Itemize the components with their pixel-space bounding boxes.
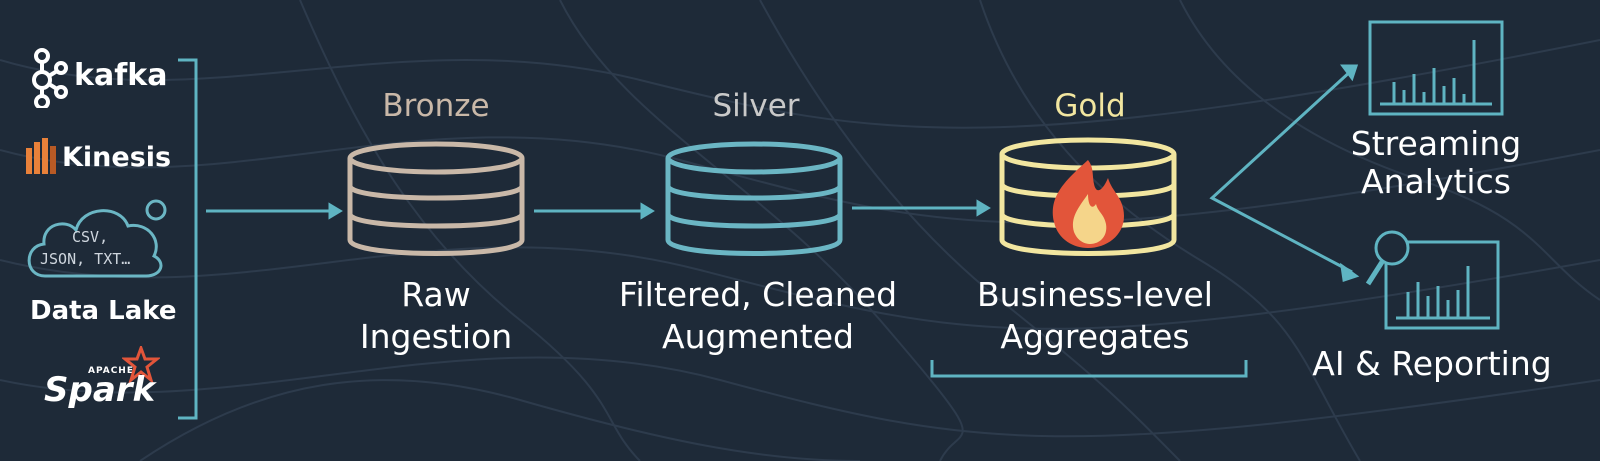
source-bracket (178, 58, 198, 420)
tier-silver-desc-line1: Filtered, Cleaned (618, 275, 898, 314)
tier-bronze-title: Bronze (382, 88, 490, 124)
tier-gold-desc-line1: Business-level (977, 275, 1213, 314)
spark-label: Spark (44, 370, 156, 410)
data-lake-formats-line1: CSV, (72, 228, 109, 246)
tier-gold-desc-line2: Aggregates (1000, 317, 1190, 356)
kinesis-icon (26, 138, 56, 174)
kinesis-label: Kinesis (62, 142, 172, 173)
silver-database-icon (665, 141, 843, 256)
output-ai-reporting-label: AI & Reporting (1312, 344, 1552, 383)
tier-silver-desc-line2: Augmented (662, 317, 854, 356)
tier-silver-title: Silver (712, 88, 800, 124)
spark-apache-label: APACHE (88, 366, 134, 376)
data-lake-label: Data Lake (30, 296, 177, 326)
fork-to-outputs (1209, 68, 1354, 274)
flame-icon (1052, 160, 1124, 248)
cloud-icon (27, 199, 167, 278)
kafka-label: kafka (74, 58, 168, 93)
gold-bracket (930, 360, 1248, 378)
tier-bronze-desc-line1: Raw (401, 275, 471, 314)
tier-gold-title: Gold (1054, 88, 1126, 124)
output-streaming-line1: Streaming (1350, 124, 1522, 163)
bar-chart-icon (1368, 20, 1504, 116)
data-lake-formats-line2: JSON, TXT… (40, 250, 131, 268)
tier-bronze-desc-line2: Ingestion (359, 317, 513, 356)
bronze-database-icon (347, 141, 525, 256)
spark-star-icon (122, 346, 160, 384)
gold-database-flame-icon (999, 137, 1177, 256)
magnifier-chart-icon (1365, 230, 1500, 330)
output-streaming-line2: Analytics (1361, 162, 1511, 201)
kafka-icon (32, 48, 68, 108)
